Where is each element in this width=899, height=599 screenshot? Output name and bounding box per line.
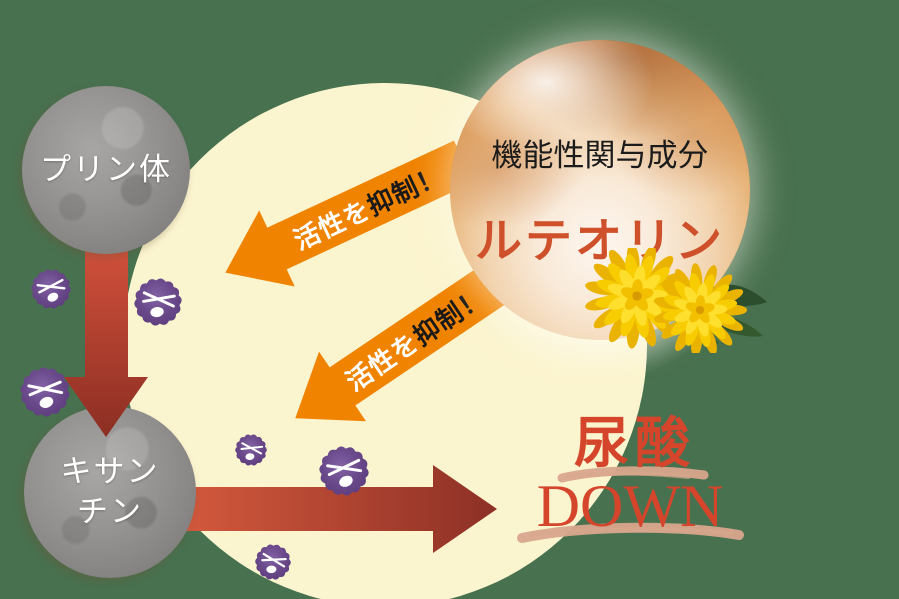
xanthine-label-line1: キサン	[60, 454, 160, 489]
inhibit-label-black: 抑制！	[407, 280, 492, 352]
purine-node: プリン体	[22, 86, 190, 254]
purine-label: プリン体	[40, 152, 172, 187]
inactivated-enzyme-icon	[20, 367, 70, 417]
xanthine-label: キサン チン	[61, 452, 160, 532]
down-label: DOWN	[536, 473, 724, 539]
inhibit-label-white: 活性を	[288, 193, 376, 256]
uric-acid-label: 尿酸	[573, 413, 696, 474]
inhibit-label-black: 抑制！	[362, 159, 449, 221]
luteolin-title: ルテオリン	[475, 216, 725, 268]
chrysanthemum-flower-icon	[585, 248, 767, 353]
inactivated-enzyme-icon	[31, 269, 71, 309]
xanthine-label-line2: チン	[77, 494, 143, 529]
luteolin-subtitle: 機能性関与成分	[491, 138, 709, 173]
chrysanthemum-flower-icon	[653, 263, 748, 353]
brush-underline-icon	[517, 466, 744, 543]
xanthine-node: キサン チン	[24, 406, 196, 578]
